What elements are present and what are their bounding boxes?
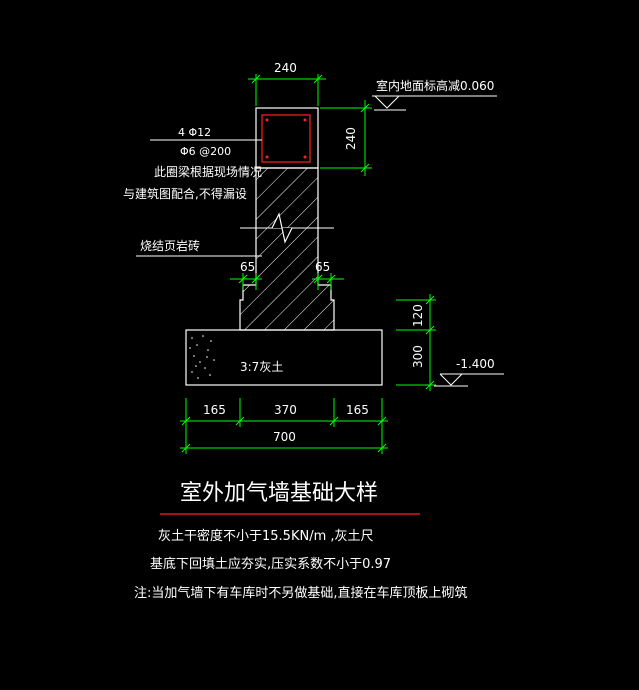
note-line-1: 灰土干密度不小于15.5KN/m ,灰土尺 [158,528,374,544]
lime-soil-base [185,329,383,386]
dim-step-right-text: 65 [315,260,330,274]
dim-step-left-text: 65 [240,260,255,274]
indoor-elevation-label: 室内地面标高减0.060 [376,78,494,93]
break-symbol [271,212,293,244]
dim-base-right-text: 165 [346,403,369,417]
dim-beam-width-text: 240 [274,61,297,75]
rebar-dot [303,155,307,159]
dim-base-segments [180,398,388,427]
dim-base-left-text: 165 [203,403,226,417]
soil-speckle [189,335,215,379]
dim-step-right [312,273,344,290]
dim-vertical-right [396,294,436,391]
dim-step-left [230,273,262,290]
brick-wall-footing [239,167,335,331]
rebar-main-label: 4 Φ12 [178,126,211,139]
dim-lime-height-text: 300 [411,345,425,368]
rebar-stirrup-label: Φ6 @200 [180,145,231,158]
dim-base-mid-text: 370 [274,403,297,417]
note-line-2: 基底下回填土应夯实,压实系数不小于0.97 [150,556,391,572]
bottom-elevation-marker [434,373,504,387]
rebar-dot [303,118,307,122]
dim-base-total [180,427,388,454]
dim-beam-width [248,74,326,106]
wall-material-label: 烧结页岩砖 [140,238,200,253]
beam-note-2: 与建筑图配合,不得漏设 [123,186,247,201]
lime-soil-label: 3:7灰土 [240,360,283,374]
beam-note-1: 此圈梁根据现场情况 [154,164,262,179]
rebar-dot [265,155,269,159]
rebar-cage [261,114,311,163]
indoor-elevation-marker [372,95,497,111]
dim-base-total-text: 700 [273,430,296,444]
ring-beam [255,107,319,169]
note-line-3: 注:当加气墙下有车库时不另做基础,直接在车库顶板上砌筑 [134,585,468,601]
drawing-title: 室外加气墙基础大样 [180,481,378,506]
bottom-elevation-label: -1.400 [456,357,495,371]
rebar-dot [265,118,269,122]
dim-footing-step-text: 120 [411,304,425,327]
dim-beam-height [320,100,372,176]
dim-beam-height-text: 240 [344,127,358,150]
